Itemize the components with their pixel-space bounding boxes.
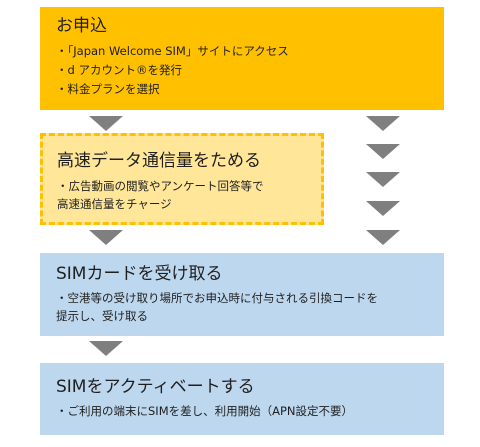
arrow-down-icon bbox=[89, 116, 123, 131]
arrow-down-icon bbox=[366, 230, 400, 245]
step-apply-line: ・「Japan Welcome SIM」サイトにアクセス bbox=[56, 44, 289, 58]
arrow-down-icon bbox=[366, 116, 400, 131]
arrow-down-icon bbox=[366, 201, 400, 216]
step-receive-box: SIMカードを受け取る ・空港等の受け取り場所でお申込時に付与される引換コードを… bbox=[40, 253, 444, 336]
step-apply-line: ・料金プランを選択 bbox=[56, 82, 160, 96]
step-apply-line: ・d アカウント®を発行 bbox=[56, 63, 182, 77]
arrow-down-icon bbox=[366, 172, 400, 187]
arrow-down-icon bbox=[366, 144, 400, 159]
step-apply-title: お申込 bbox=[56, 16, 107, 36]
step-charge-line: ・広告動画の閲覧やアンケート回答等で bbox=[57, 179, 264, 193]
step-receive-title: SIMカードを受け取る bbox=[56, 264, 223, 284]
step-charge-title: 高速データ通信量をためる bbox=[57, 151, 261, 171]
step-charge-box: 高速データ通信量をためる ・広告動画の閲覧やアンケート回答等で 高速通信量をチャ… bbox=[40, 133, 324, 225]
arrow-down-icon bbox=[89, 230, 123, 245]
step-charge-line: 高速通信量をチャージ bbox=[57, 197, 172, 211]
step-activate-box: SIMをアクティベートする ・ご利用の端末にSIMを差し、利用開始（APN設定不… bbox=[40, 363, 444, 435]
step-receive-line: 提示し、受け取る bbox=[56, 309, 148, 323]
step-apply-box: お申込 ・「Japan Welcome SIM」サイトにアクセス ・d アカウン… bbox=[40, 7, 444, 110]
step-activate-line: ・ご利用の端末にSIMを差し、利用開始（APN設定不要） bbox=[56, 404, 354, 418]
arrow-down-icon bbox=[89, 341, 123, 356]
step-activate-title: SIMをアクティベートする bbox=[56, 377, 255, 397]
step-receive-line: ・空港等の受け取り場所でお申込時に付与される引換コードを bbox=[56, 291, 378, 305]
